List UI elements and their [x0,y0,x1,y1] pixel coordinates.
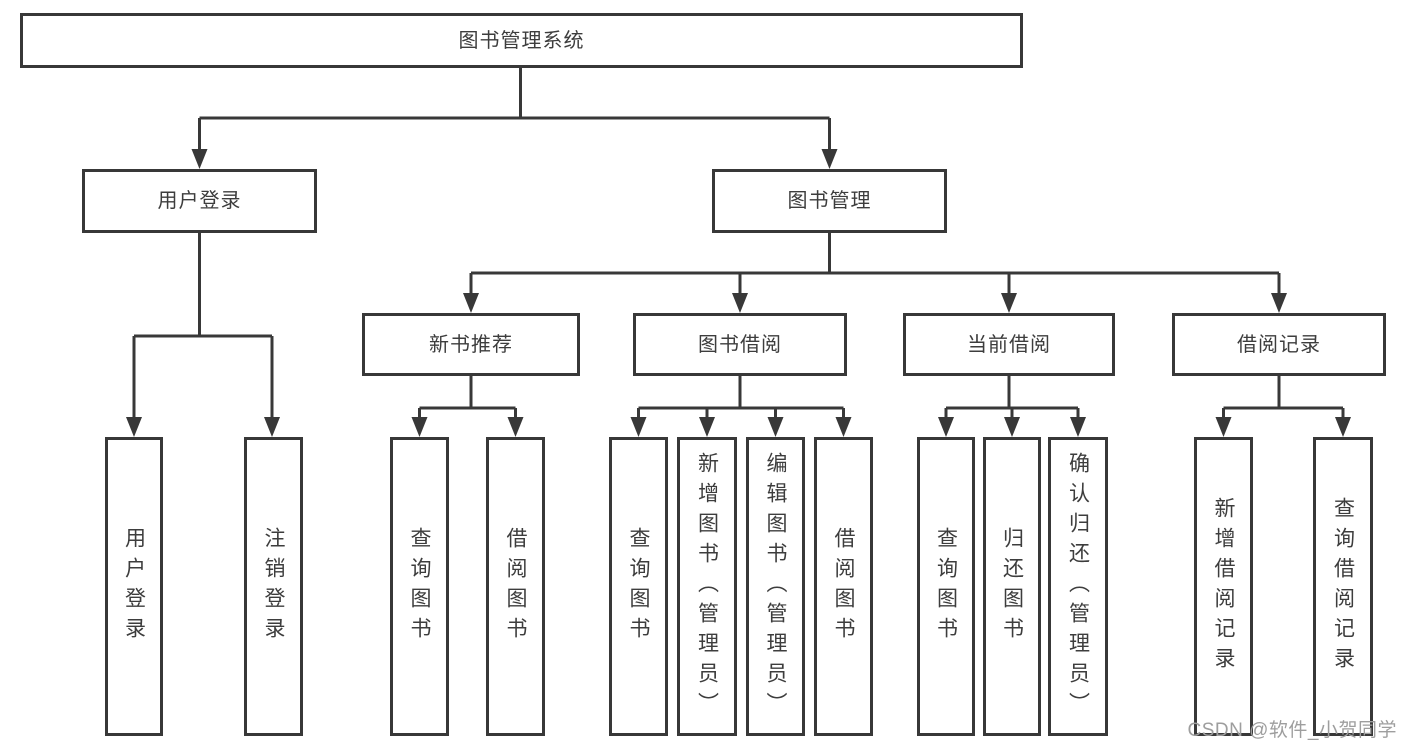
leaf-return-books: 归还图书 [983,437,1041,736]
node-label: 当前借阅 [967,333,1051,356]
leaf-add-borrow-record: 新增借阅记录 [1194,437,1253,736]
csdn-watermark: CSDN @软件_小贺同学 [1187,720,1397,741]
leaf-user-login: 用户登录 [105,437,163,736]
node-new-book-recommendation: 新书推荐 [362,313,580,376]
node-current-borrowing: 当前借阅 [903,313,1115,376]
node-label: 借阅记录 [1237,333,1321,356]
node-library-management-system: 图书管理系统 [20,13,1023,68]
node-label: 注销登录 [262,526,285,647]
node-label: 图书管理系统 [458,29,585,52]
leaf-borrow-books-recommend: 借阅图书 [486,437,545,736]
node-user-login: 用户登录 [82,169,317,233]
node-label: 用户登录 [157,190,242,212]
node-label: 图书借阅 [698,333,782,356]
node-label: 查询借阅记录 [1331,496,1355,677]
node-label: 归还图书 [1000,526,1024,647]
node-label: 图书管理 [787,190,872,212]
leaf-query-books-borrow: 查询图书 [609,437,668,736]
node-borrowing-records: 借阅记录 [1172,313,1386,376]
node-label: 新增借阅记录 [1212,496,1235,677]
node-label: 借阅图书 [504,526,527,647]
leaf-add-book-admin: 新增图书（管理员） [677,437,737,736]
node-label: 查询图书 [627,526,650,647]
leaf-logout: 注销登录 [244,437,303,736]
leaf-query-books-current: 查询图书 [917,437,975,736]
node-label: 查询图书 [408,526,431,647]
node-label: 编辑图书（管理员） [764,451,787,722]
leaf-query-books-recommend: 查询图书 [390,437,449,736]
leaf-borrow-books: 借阅图书 [814,437,873,736]
node-book-borrowing: 图书借阅 [633,313,847,376]
leaf-query-borrow-record: 查询借阅记录 [1313,437,1373,736]
node-book-management: 图书管理 [712,169,947,233]
node-label: 借阅图书 [832,526,855,647]
node-label: 用户登录 [122,526,146,647]
leaf-edit-book-admin: 编辑图书（管理员） [746,437,805,736]
node-label: 确认归还（管理员） [1066,451,1090,722]
node-label: 新书推荐 [429,333,513,356]
node-label: 新增图书（管理员） [695,451,719,722]
node-label: 查询图书 [934,526,958,647]
leaf-confirm-return-admin: 确认归还（管理员） [1048,437,1108,736]
